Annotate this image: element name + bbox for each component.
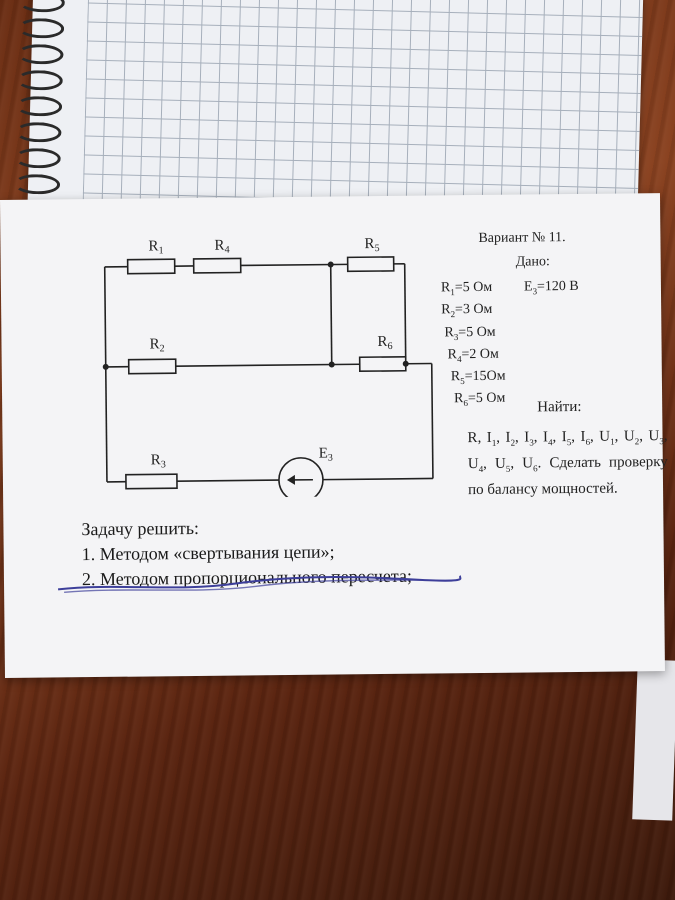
- label-r2: R2: [149, 336, 164, 354]
- given-values: R1=5 Ом R2=3 Ом R3=5 Ом R4=2 Ом R5=15Ом …: [441, 279, 506, 413]
- given-r2: R2=3 Ом: [441, 302, 493, 320]
- junction-node: [328, 361, 335, 368]
- resistor-r6: [358, 355, 407, 373]
- task-sheet: R1 R4 R5 R2 R6 R3 E3 Вариант № 11. Дано:…: [0, 193, 668, 678]
- label-r1: R1: [148, 238, 163, 256]
- junction-node: [102, 363, 109, 370]
- voltage-source-e3: [278, 457, 324, 500]
- given-r1: R1=5 Ом: [440, 279, 493, 298]
- task-item-1: 1. Методом «свертывания цепи»;: [81, 541, 335, 565]
- resistor-r4: [192, 257, 242, 274]
- given-r3: R3=5 Ом: [444, 324, 496, 342]
- label-e3: E3: [319, 446, 333, 464]
- given-r6: R6=5 Ом: [454, 391, 506, 409]
- resistor-r5: [346, 256, 395, 273]
- label-r6: R6: [377, 334, 392, 352]
- resistor-r3: [125, 473, 178, 490]
- circuit-diagram: R1 R4 R5 R2 R6 R3 E3: [102, 236, 434, 500]
- paper-edge: [632, 659, 675, 821]
- label-r5: R5: [364, 236, 379, 254]
- resistor-r2: [127, 358, 177, 375]
- find-title: Найти:: [537, 398, 582, 416]
- variant-title: Вариант № 11.: [478, 230, 566, 246]
- junction-node: [327, 261, 334, 268]
- label-r3: R3: [151, 452, 166, 470]
- given-e3: E3=120 В: [523, 278, 579, 297]
- junction-node: [402, 360, 409, 367]
- given-r4: R4=2 Ом: [447, 346, 499, 364]
- resistor-r1: [126, 258, 176, 275]
- task-heading: Задачу решить:: [81, 517, 200, 540]
- label-r4: R4: [214, 238, 229, 256]
- given-r5: R5=15Ом: [450, 368, 506, 387]
- find-list: R, I1, I2, I3, I4, I5, I6, U1, U2, U3, U…: [467, 428, 668, 499]
- given-title: Дано:: [515, 254, 550, 270]
- pen-strikethrough: [57, 575, 462, 594]
